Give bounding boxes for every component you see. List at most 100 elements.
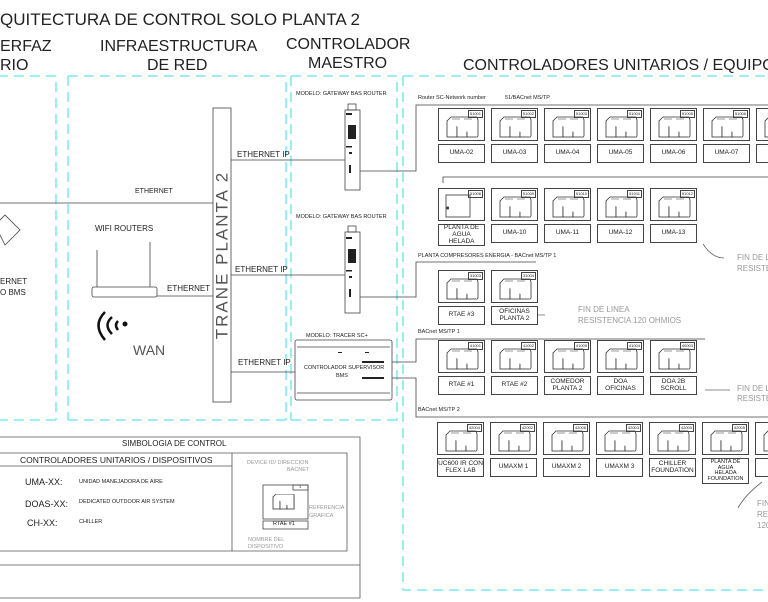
legend-ref-note-1: REFERENCIA <box>309 505 345 511</box>
device-card <box>755 422 768 477</box>
tracer-name-1: CONTROLADOR SUPERVISOR <box>304 365 385 371</box>
legend-sample-id: 1 <box>299 484 302 489</box>
device-name: PLANTA DE AGUA HELADA <box>438 224 485 247</box>
device-id: 41002 <box>520 342 536 350</box>
bus-row5-label: BACnet MS/TP 2 <box>418 407 460 413</box>
device-id: 31004 <box>520 272 536 280</box>
device-id: 42005 <box>731 424 747 432</box>
device-graphic: 42000 <box>649 422 696 455</box>
device-name: OFICINAS PLANTA 2 <box>491 306 538 325</box>
device-id: 42003 <box>625 424 641 432</box>
device-graphic: 42003 <box>596 422 643 455</box>
device-name: UMA-12 <box>597 224 644 243</box>
unit-icon <box>446 116 479 138</box>
unit-icon <box>658 116 691 138</box>
device-name: UMAXM 2 <box>543 458 590 477</box>
device-graphic: 51004 <box>597 108 644 141</box>
column-red-line2: DE RED <box>147 57 208 74</box>
unit-icon <box>498 430 531 452</box>
device-graphic: 42004 <box>437 422 484 455</box>
ethernet-ip-1: ETHERNET IP <box>237 150 290 159</box>
device-id: 42006 <box>572 424 588 432</box>
device-name: COMEDOR PLANTA 2 <box>544 376 591 395</box>
legend-name-note-1: NOMBRE DEL <box>248 537 285 543</box>
device-name: UMAXM 3 <box>596 458 643 477</box>
fin-r3-1: FIN <box>757 499 768 508</box>
device-id: 42004 <box>466 424 482 432</box>
column-maestro-line2: MAESTRO <box>308 55 388 72</box>
gateway1-model: MODELO: GATEWAY BAS ROUTER <box>296 91 387 97</box>
ethernet-router-label: ETHERNET <box>167 284 211 293</box>
device-name <box>756 144 768 163</box>
column-maestro-line1: CONTROLADOR <box>286 36 411 53</box>
device-card <box>756 108 768 163</box>
device-id: 51003 <box>573 110 589 118</box>
device-name: UMA-07 <box>703 144 750 163</box>
tracer-name-2: BMS <box>336 373 348 379</box>
device-name: UMA-02 <box>438 144 485 163</box>
device-id: 51004 <box>626 110 642 118</box>
device-name: UMA-10 <box>491 224 538 243</box>
bus-row1-label: Router SC-Network number <box>418 95 486 101</box>
device-name: UMA-11 <box>544 224 591 243</box>
unit-icon <box>499 196 532 218</box>
unit-icon <box>605 116 638 138</box>
legend-code-2: DOAS-XX: <box>25 499 69 509</box>
unit-icon <box>499 278 532 300</box>
device-graphic: 51002 <box>491 108 538 141</box>
unit-icon <box>711 116 744 138</box>
bus-row4-label: BACnet MS/TP 1 <box>418 329 460 335</box>
legend-device-id-note-2: BACNET <box>287 467 310 473</box>
device-id: 41005 <box>573 342 589 350</box>
device-id: 51010 <box>573 190 589 198</box>
legend-sample-name: RTAE #1 <box>273 521 295 527</box>
column-unitarios: CONTROLADORES UNITARIOS / EQUIPOS <box>463 57 768 74</box>
device-graphic: 41001 <box>438 340 485 373</box>
device-graphic: 42002 <box>490 422 537 455</box>
fin-r3-2: RE <box>757 510 768 519</box>
interfaz-label-1: ERNET <box>0 277 28 286</box>
trane-bus-label: TRANE PLANTA 2 <box>212 170 232 340</box>
device-name: UMA-05 <box>597 144 644 163</box>
fin-r1-1: FIN DE L <box>737 253 768 262</box>
bus-row3-label: PLANTA COMPRESORES ENERGIA - BACnet MS/T… <box>418 253 557 259</box>
column-red-line1: INFRAESTRUCTURA <box>100 38 258 55</box>
unit-icon <box>764 117 768 138</box>
device-id: 51012 <box>679 190 695 198</box>
unit-icon <box>446 348 479 370</box>
fin-r2-1: FIN DE L <box>737 384 768 393</box>
device-name: RTAE #1 <box>438 376 485 395</box>
trane-bus <box>212 107 232 403</box>
unit-icon <box>657 430 690 452</box>
fin-r3-3: 120 <box>757 521 768 530</box>
unit-icon <box>605 196 638 218</box>
wifi-routers-label: WIFI ROUTERS <box>95 224 154 233</box>
device-id: 51009 <box>520 190 536 198</box>
device-graphic: 51010 <box>544 188 591 221</box>
unit-icon <box>499 116 532 138</box>
device-graphic: 31003 <box>438 270 485 303</box>
device-name: CHILLER FOUNDATION <box>649 458 696 477</box>
unit-icon <box>552 348 585 370</box>
legend-device-id-note-1: DEVICE ID/ DIRECCION <box>247 460 309 466</box>
device-id: 31003 <box>467 272 483 280</box>
fin-r2-2: RESISTE <box>737 394 768 403</box>
column-interfaz-line2: RIO <box>0 57 29 74</box>
column-interfaz-line1: ERFAZ <box>0 38 52 55</box>
device-id: 51006 <box>732 110 748 118</box>
device-graphic: 51009 <box>491 188 538 221</box>
device-graphic <box>756 108 768 141</box>
unit-icon <box>552 196 585 218</box>
